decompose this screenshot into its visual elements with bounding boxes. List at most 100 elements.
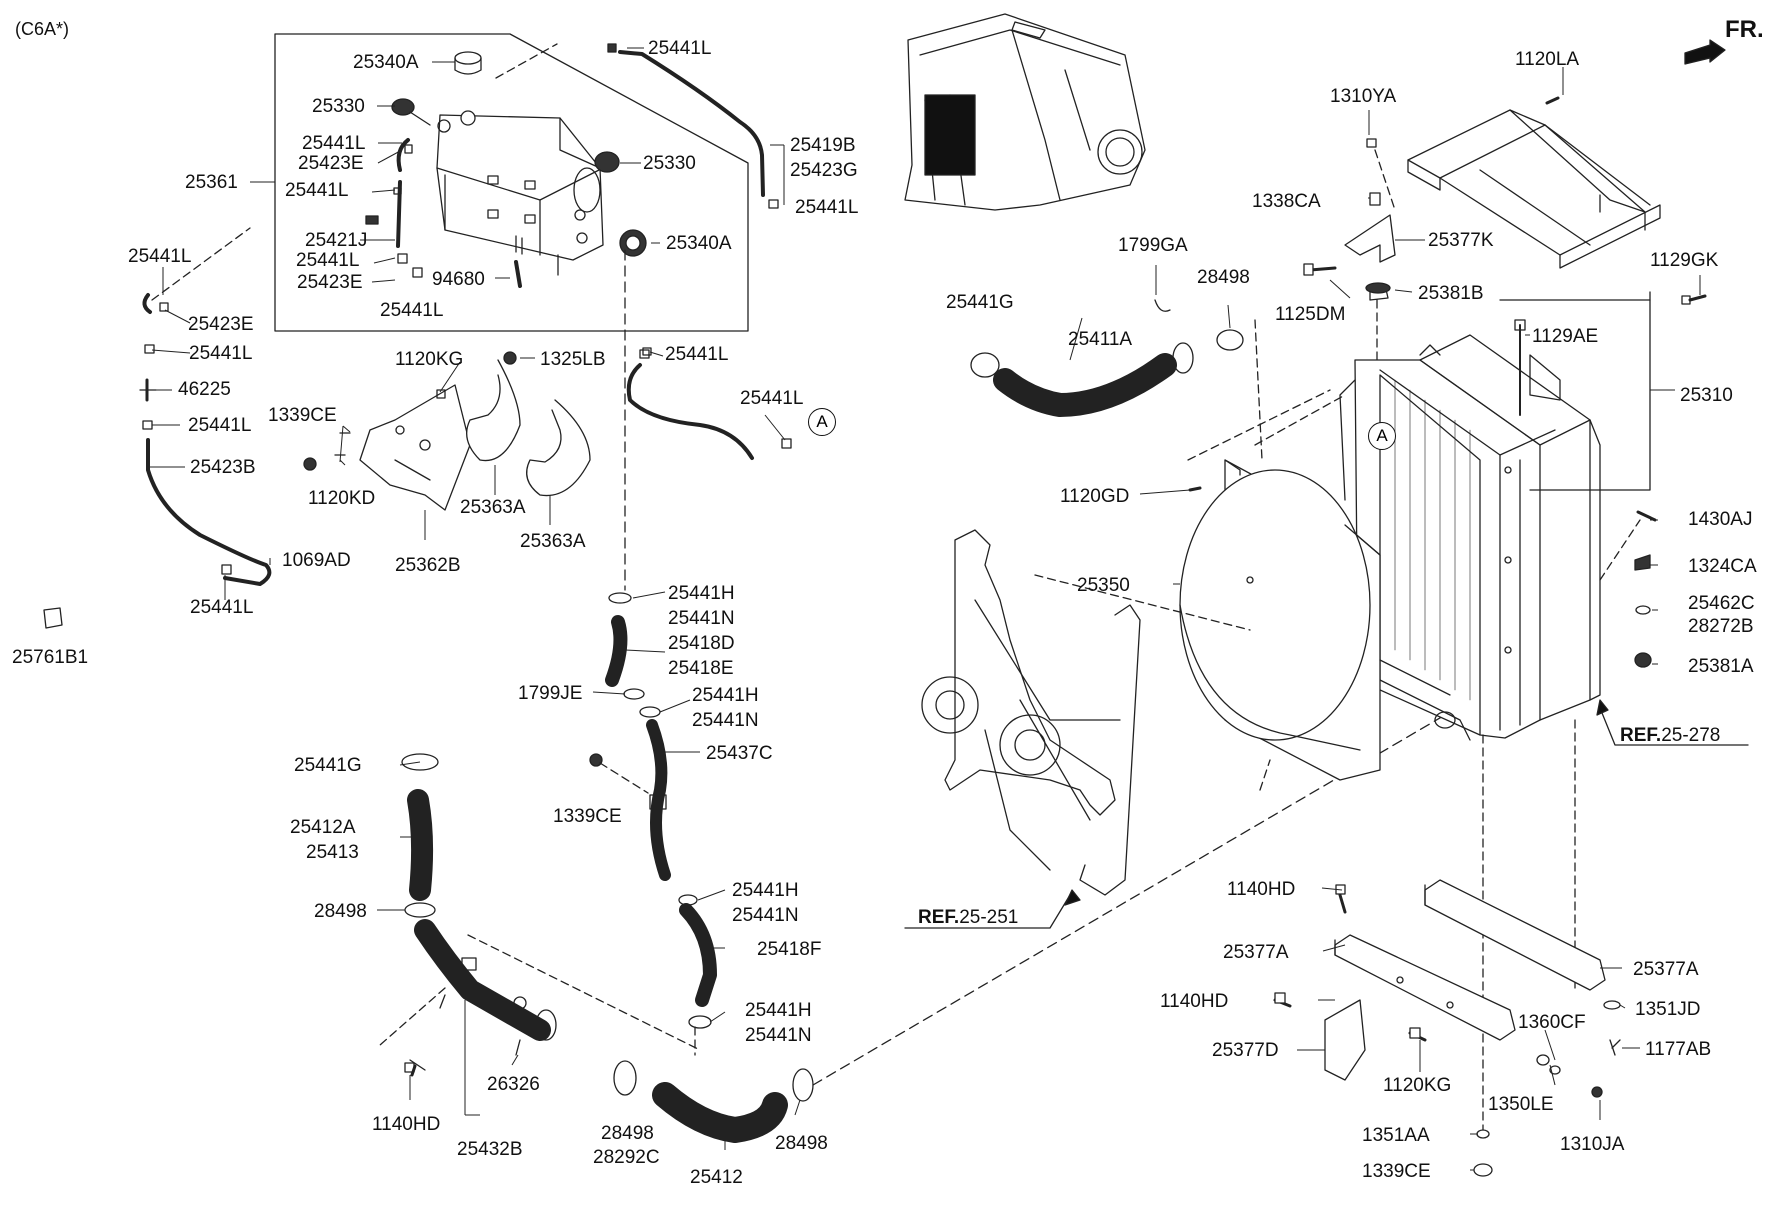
- part-label[interactable]: 25362B: [395, 555, 461, 576]
- part-label[interactable]: 1351AA: [1362, 1125, 1430, 1146]
- part-label[interactable]: 25361: [185, 172, 238, 193]
- part-label[interactable]: 25411A: [1068, 329, 1133, 350]
- part-label[interactable]: 1350LE: [1488, 1094, 1554, 1115]
- part-label[interactable]: 1129GK: [1650, 250, 1719, 271]
- part-label[interactable]: 25350: [1077, 575, 1130, 596]
- part-label[interactable]: 25441L: [740, 388, 804, 409]
- part-label[interactable]: 1310YA: [1330, 86, 1397, 107]
- part-label[interactable]: 1339CE: [553, 806, 622, 827]
- part-label[interactable]: 25441G: [946, 292, 1014, 313]
- part-label[interactable]: 25441H: [732, 880, 799, 901]
- part-label[interactable]: 25437C: [706, 743, 773, 764]
- part-label[interactable]: 46225: [178, 379, 231, 400]
- part-label[interactable]: 1140HD: [1227, 879, 1296, 900]
- part-label[interactable]: 25377A: [1223, 942, 1289, 963]
- part-label[interactable]: 25462C: [1688, 593, 1755, 614]
- part-label[interactable]: 25413: [306, 842, 359, 863]
- part-label[interactable]: 25423E: [298, 153, 364, 174]
- hose-25412A: [407, 789, 434, 901]
- part-label[interactable]: 1430AJ: [1688, 509, 1753, 530]
- part-label[interactable]: 25441H: [668, 583, 735, 604]
- part-label[interactable]: 25441L: [380, 300, 444, 321]
- part-label[interactable]: 25418E: [668, 658, 734, 679]
- part-label[interactable]: 1360CF: [1518, 1012, 1586, 1033]
- part-label[interactable]: 25377D: [1212, 1040, 1279, 1061]
- part-label[interactable]: 25381B: [1418, 283, 1484, 304]
- part-label[interactable]: 25381A: [1688, 656, 1754, 677]
- part-label[interactable]: 1140HD: [372, 1114, 441, 1135]
- part-label[interactable]: 28498: [601, 1123, 654, 1144]
- part-label[interactable]: 25412A: [290, 817, 356, 838]
- part-label[interactable]: 28292C: [593, 1147, 660, 1168]
- part-label[interactable]: 1325LB: [540, 349, 606, 370]
- part-label[interactable]: 25441L: [188, 415, 252, 436]
- part-label[interactable]: 1351JD: [1635, 999, 1701, 1020]
- part-label[interactable]: 1120LA: [1515, 49, 1580, 70]
- part-label[interactable]: 1120KG: [1383, 1075, 1452, 1096]
- part-label[interactable]: 25419B: [790, 135, 856, 156]
- part-label[interactable]: 1799GA: [1118, 235, 1188, 256]
- part-label[interactable]: 28498: [314, 901, 367, 922]
- part-label[interactable]: 25441H: [745, 1000, 812, 1021]
- ref-25-251[interactable]: REF.25-251: [918, 907, 1019, 928]
- part-label[interactable]: 25441N: [745, 1025, 812, 1046]
- part-label[interactable]: 25377A: [1633, 959, 1699, 980]
- part-label[interactable]: 25441L: [795, 197, 859, 218]
- part-label[interactable]: 25441L: [665, 344, 729, 365]
- part-label[interactable]: 1140HD: [1160, 991, 1229, 1012]
- part-label[interactable]: 1339CE: [1362, 1161, 1431, 1182]
- part-label[interactable]: 25330: [643, 153, 696, 174]
- part-label[interactable]: 25377K: [1428, 230, 1494, 251]
- part-label[interactable]: 1120KD: [308, 488, 376, 509]
- part-label[interactable]: 25441L: [128, 246, 192, 267]
- part-label[interactable]: 28272B: [1688, 616, 1754, 637]
- part-label[interactable]: 1069AD: [282, 550, 351, 571]
- part-label[interactable]: 25441N: [732, 905, 799, 926]
- part-label[interactable]: 25363A: [520, 531, 586, 552]
- part-label[interactable]: 25432B: [457, 1139, 523, 1160]
- part-label[interactable]: 28498: [1197, 267, 1250, 288]
- part-label[interactable]: 25340A: [353, 52, 419, 73]
- reservoir-cap-lower: [619, 229, 647, 257]
- part-label[interactable]: 1129AE: [1532, 326, 1599, 347]
- part-label[interactable]: 25421J: [305, 230, 368, 251]
- part-label[interactable]: 25340A: [666, 233, 732, 254]
- part-label[interactable]: 25330: [312, 96, 365, 117]
- part-label[interactable]: 25441L: [296, 250, 360, 271]
- part-label[interactable]: 25418D: [668, 633, 735, 654]
- part-label[interactable]: 1125DM: [1275, 304, 1346, 325]
- part-label[interactable]: 1339CE: [268, 405, 337, 426]
- part-label[interactable]: 26326: [487, 1074, 540, 1095]
- part-label[interactable]: 25441H: [692, 685, 759, 706]
- part-label[interactable]: 1177AB: [1645, 1039, 1712, 1060]
- part-label[interactable]: 25423E: [188, 314, 254, 335]
- part-label[interactable]: 25310: [1680, 385, 1733, 406]
- part-label[interactable]: 1338CA: [1252, 191, 1321, 212]
- radiator-support-frame: [1407, 109, 1661, 269]
- part-label[interactable]: 25418F: [757, 939, 822, 960]
- part-label[interactable]: 1120KG: [395, 349, 464, 370]
- part-label[interactable]: 25761B1: [12, 647, 89, 668]
- part-label[interactable]: 25441N: [692, 710, 759, 731]
- part-label[interactable]: 1310JA: [1560, 1134, 1625, 1155]
- part-label[interactable]: 1799JE: [518, 683, 583, 704]
- part-label[interactable]: 25412: [690, 1167, 743, 1188]
- part-label[interactable]: 25441L: [190, 597, 254, 618]
- part-label[interactable]: 25441L: [285, 180, 349, 201]
- part-label[interactable]: 1324CA: [1688, 556, 1757, 577]
- part-label[interactable]: 28498: [775, 1133, 828, 1154]
- part-label[interactable]: 25441L: [302, 133, 366, 154]
- ref-25-278[interactable]: REF.25-278: [1620, 725, 1721, 746]
- part-label[interactable]: 25423G: [790, 160, 858, 181]
- part-label[interactable]: 25423B: [190, 457, 256, 478]
- clamp-25363A-2: [526, 399, 591, 497]
- part-label[interactable]: 25441L: [648, 38, 712, 59]
- part-label[interactable]: 25423E: [297, 272, 363, 293]
- part-label[interactable]: 25441N: [668, 608, 735, 629]
- part-label[interactable]: 94680: [432, 269, 485, 290]
- part-label[interactable]: 25363A: [460, 497, 526, 518]
- part-label[interactable]: 25441L: [189, 343, 253, 364]
- part-label[interactable]: 25441G: [294, 755, 362, 776]
- part-label[interactable]: 1120GD: [1060, 486, 1130, 507]
